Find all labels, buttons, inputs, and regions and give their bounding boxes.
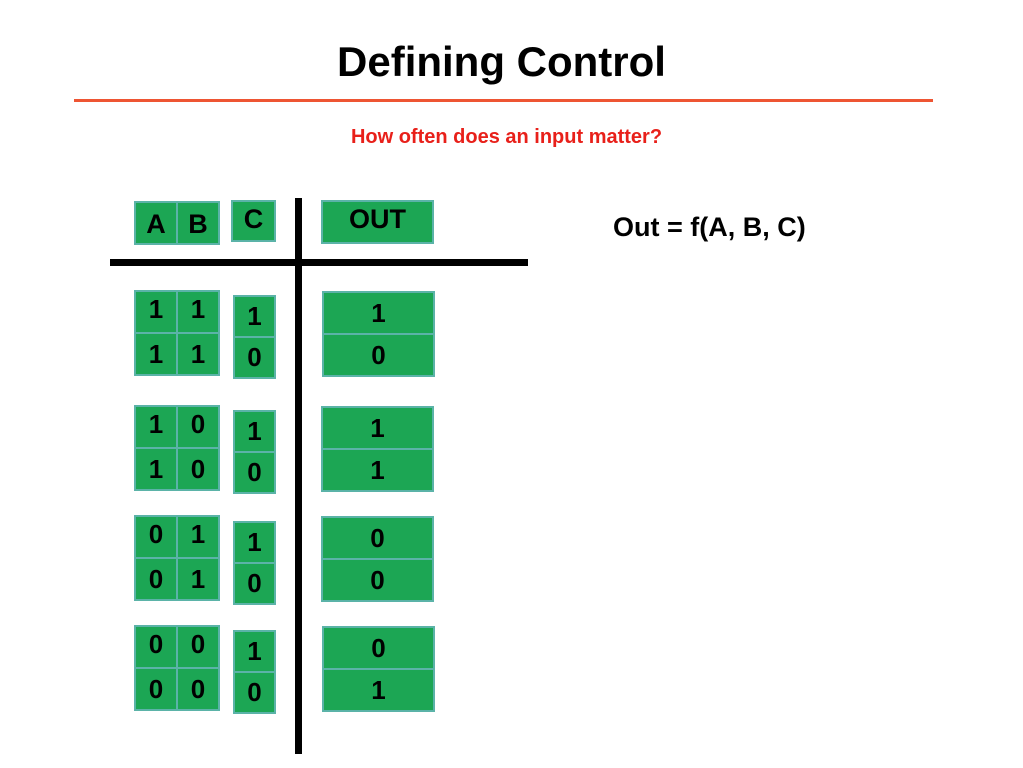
cell-c: 1 <box>233 410 276 453</box>
cell-a: 1 <box>134 332 178 376</box>
header-c: C <box>231 200 276 242</box>
slide-title: Defining Control <box>337 38 666 85</box>
cell-a: 0 <box>134 667 178 711</box>
cell-a: 1 <box>134 290 178 334</box>
header-out: OUT <box>321 200 434 244</box>
cell-c: 0 <box>233 336 276 379</box>
cell-b: 1 <box>176 332 220 376</box>
cell-a: 1 <box>134 405 178 449</box>
cell-out: 1 <box>321 448 434 492</box>
cell-a: 1 <box>134 447 178 491</box>
cell-c: 0 <box>233 451 276 494</box>
cell-out: 1 <box>322 291 435 335</box>
cell-out: 0 <box>322 626 435 670</box>
table-vertical-divider <box>295 198 302 754</box>
cell-a: 0 <box>134 515 178 559</box>
cell-c: 1 <box>233 521 276 564</box>
cell-out: 0 <box>321 558 434 602</box>
cell-c: 1 <box>233 295 276 338</box>
cell-c: 0 <box>233 671 276 714</box>
slide-subtitle: How often does an input matter? <box>350 126 663 148</box>
cell-c: 1 <box>233 630 276 673</box>
cell-b: 0 <box>176 447 220 491</box>
cell-out: 1 <box>321 406 434 450</box>
cell-b: 0 <box>176 667 220 711</box>
cell-out: 1 <box>322 668 435 712</box>
header-a: A <box>134 201 178 245</box>
cell-a: 0 <box>134 557 178 601</box>
cell-out: 0 <box>321 516 434 560</box>
cell-out: 0 <box>322 333 435 377</box>
cell-b: 0 <box>176 625 220 669</box>
cell-b: 0 <box>176 405 220 449</box>
header-b: B <box>176 201 220 245</box>
title-underline <box>74 99 933 102</box>
cell-a: 0 <box>134 625 178 669</box>
cell-b: 1 <box>176 515 220 559</box>
cell-b: 1 <box>176 557 220 601</box>
cell-b: 1 <box>176 290 220 334</box>
table-horizontal-divider <box>110 259 528 266</box>
function-formula: Out = f(A, B, C) <box>613 212 806 242</box>
cell-c: 0 <box>233 562 276 605</box>
